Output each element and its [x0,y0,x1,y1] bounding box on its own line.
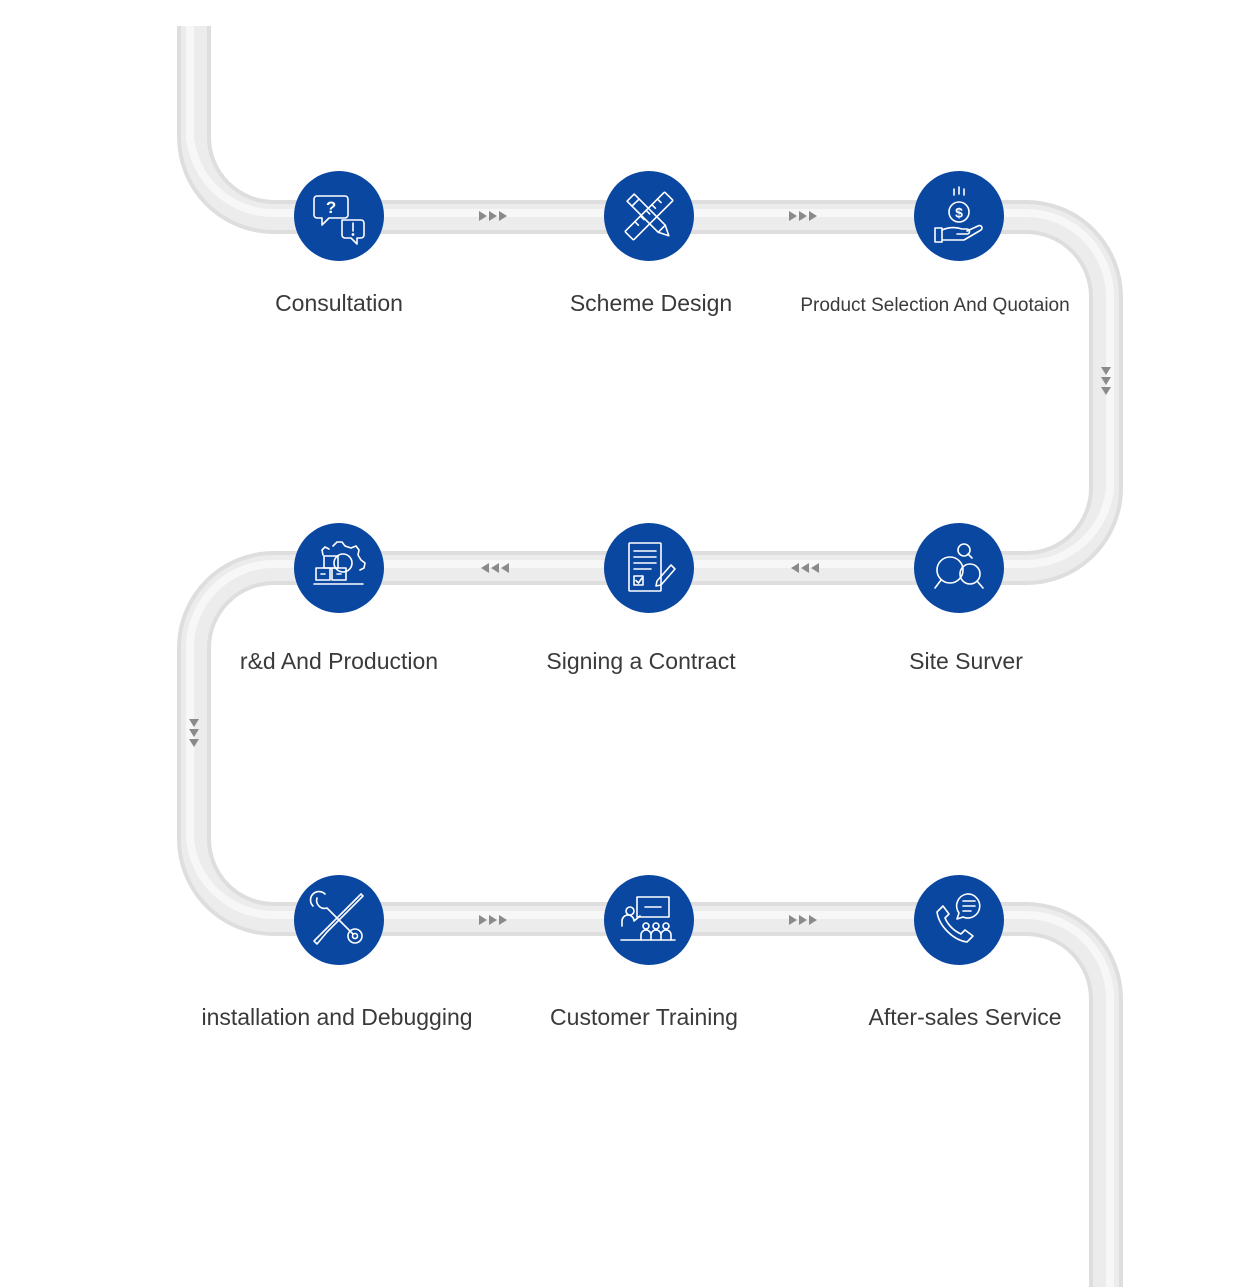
pencil-ruler-icon [624,191,674,241]
step-installation-node [294,875,384,965]
arrow-down-2 [189,719,199,747]
arrow-right-2 [789,211,817,221]
flow-arrows [189,211,1111,925]
step-node-circle [914,875,1004,965]
arrow-left-1 [791,563,819,573]
step-signing-contract-node [604,523,694,613]
step-label-signing-contract: Signing a Contract [546,648,736,674]
step-consultation-node: ? [294,171,384,261]
step-label-installation: installation and Debugging [201,1004,473,1030]
arrow-right-3 [479,915,507,925]
training-board-icon [620,896,676,941]
svg-text:?: ? [326,198,336,217]
step-label-site-surver: Site Surver [909,648,1023,674]
step-label-after-sales: After-sales Service [868,1004,1062,1030]
question-chat-icon: ? [313,195,365,245]
step-after-sales-node [914,875,1004,965]
dollar-hand-icon: $ [934,186,983,243]
arrow-right-1 [479,211,507,221]
gear-boxes-icon [313,541,366,585]
step-node-circle [604,171,694,261]
contract-document-icon [628,542,676,592]
step-customer-training-node [604,875,694,965]
magnifier-icon [934,543,984,589]
step-node-circle [604,875,694,965]
step-site-surver-node [914,523,1004,613]
arrow-left-2 [481,563,509,573]
step-rd-production-node [294,523,384,613]
step-node-circle [604,523,694,613]
step-node-circle [914,171,1004,261]
arrow-right-4 [789,915,817,925]
step-label-customer-training: Customer Training [550,1004,738,1030]
svg-text:$: $ [955,205,963,221]
step-product-selection-node: $ [914,171,1004,261]
step-node-circle [294,171,384,261]
step-label-scheme-design: Scheme Design [569,290,733,316]
step-scheme-design-node [604,171,694,261]
step-label-consultation: Consultation [275,290,403,316]
step-node-circle [914,523,1004,613]
arrow-down-1 [1101,367,1111,395]
wrench-screwdriver-icon [309,890,364,945]
step-label-product-selection: Product Selection And Quotaion [800,295,1070,316]
phone-support-icon [936,893,981,943]
step-label-rd-production: r&d And Production [239,648,439,674]
